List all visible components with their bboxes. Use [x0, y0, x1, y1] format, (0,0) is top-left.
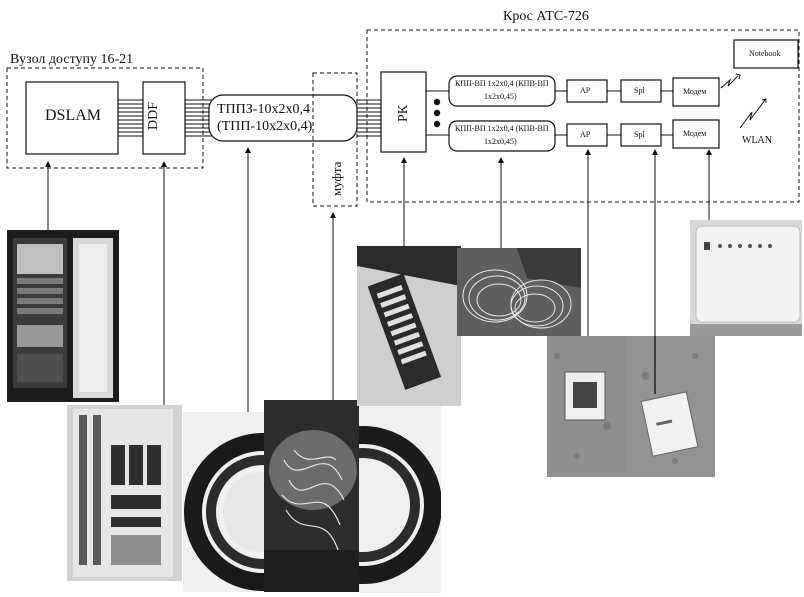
- access-node-title: Вузол доступу 16-21: [10, 53, 133, 67]
- spl-bottom-label: Spl: [634, 131, 645, 139]
- kpp-top-label-line1: КПП-ВП 1х2х0,4 (КПВ-ВП: [455, 80, 549, 88]
- modem-bottom-label: Модем: [683, 130, 706, 138]
- kpp-top-label-line2: 1х2х0,45): [484, 93, 517, 101]
- cable-label-line1: ТППЗ-10х2х0,4: [217, 103, 310, 117]
- modem-router-photo: [690, 220, 802, 336]
- kpp-bottom-label-line2: 1х2х0,45): [484, 138, 517, 146]
- cable-coil-photo: [183, 412, 267, 592]
- ddf-rack-photo: [67, 405, 182, 581]
- ddf-label: DDF: [147, 102, 161, 130]
- coupling-wires-photo: [264, 400, 362, 592]
- ddf-cable-bundle: [185, 100, 212, 136]
- ap-bottom-label: AP: [580, 131, 590, 139]
- coupling-label: муфта: [330, 162, 343, 196]
- wlan-label: WLAN: [742, 136, 772, 146]
- dslam-ddf-bundle: [118, 100, 143, 136]
- cross-atc-title: Крос АТС-726: [503, 10, 589, 24]
- cable-label-line2: (ТПП-10х2х0,4): [217, 120, 312, 134]
- dslam-rack-photo: [7, 230, 119, 402]
- dslam-label: DSLAM: [45, 108, 101, 124]
- cable-coil-photo-right: [359, 405, 441, 593]
- ellipsis-dot: [434, 121, 440, 127]
- cable-rk-bundle: [357, 100, 381, 136]
- wlan-link-icon: [740, 100, 765, 128]
- kpp-bottom-label-line1: КПП-ВП 1х2х0,4 (КПВ-ВП: [455, 125, 549, 133]
- splitter-photo: [625, 336, 715, 477]
- ellipsis-dot: [434, 99, 440, 105]
- rk-terminal-block-photo: [357, 246, 461, 406]
- ap-top-label: AP: [580, 87, 590, 95]
- modem-top-label: Модем: [683, 88, 706, 96]
- spl-top-label: Spl: [634, 87, 645, 95]
- rk-label: РК: [397, 105, 411, 122]
- ellipsis-dot: [434, 110, 440, 116]
- wireless-link-icon: [721, 76, 738, 88]
- wall-socket-ap-photo: [547, 336, 627, 477]
- wire-bundle-photo: [457, 248, 581, 336]
- notebook-label: Notebook: [749, 50, 781, 58]
